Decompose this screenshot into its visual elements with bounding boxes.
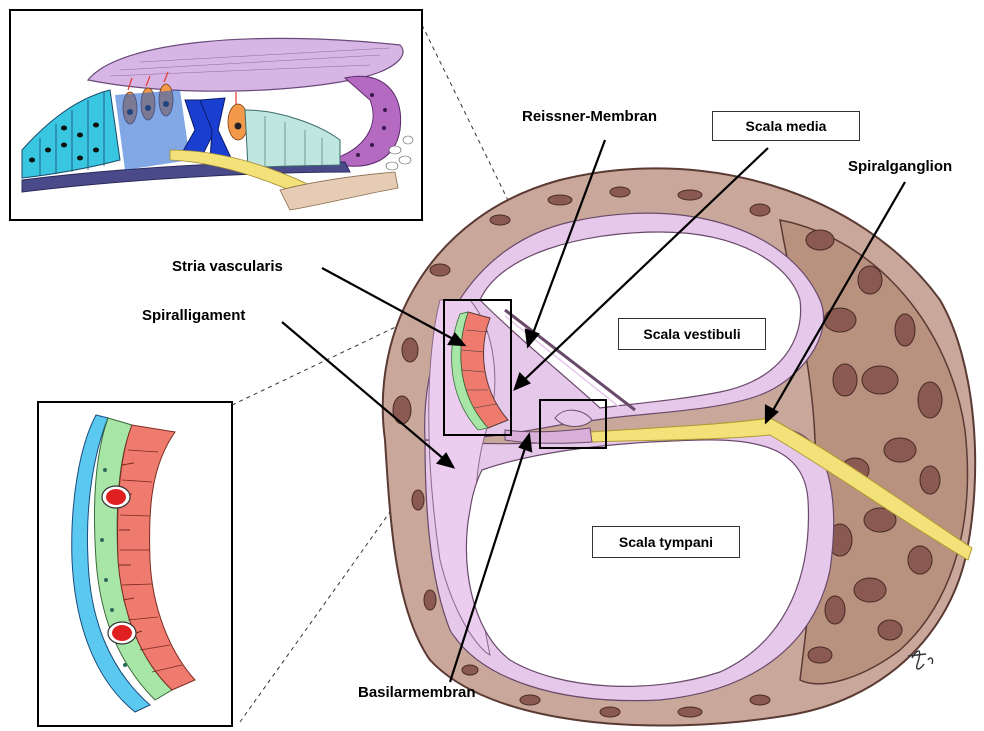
label-spiralganglion: Spiralganglion bbox=[848, 158, 952, 175]
corti-inset bbox=[10, 10, 422, 220]
label-scala-vestibuli: Scala vestibuli bbox=[618, 318, 766, 350]
label-stria-vascularis: Stria vascularis bbox=[172, 258, 283, 275]
label-spiralligament: Spiralligament bbox=[142, 307, 245, 324]
label-basilarmembran: Basilarmembran bbox=[358, 684, 476, 701]
label-scala-tympani: Scala tympani bbox=[592, 526, 740, 558]
label-scala-media: Scala media bbox=[712, 111, 860, 141]
stria-inset bbox=[38, 402, 232, 726]
label-reissner-membran: Reissner-Membran bbox=[522, 108, 657, 125]
